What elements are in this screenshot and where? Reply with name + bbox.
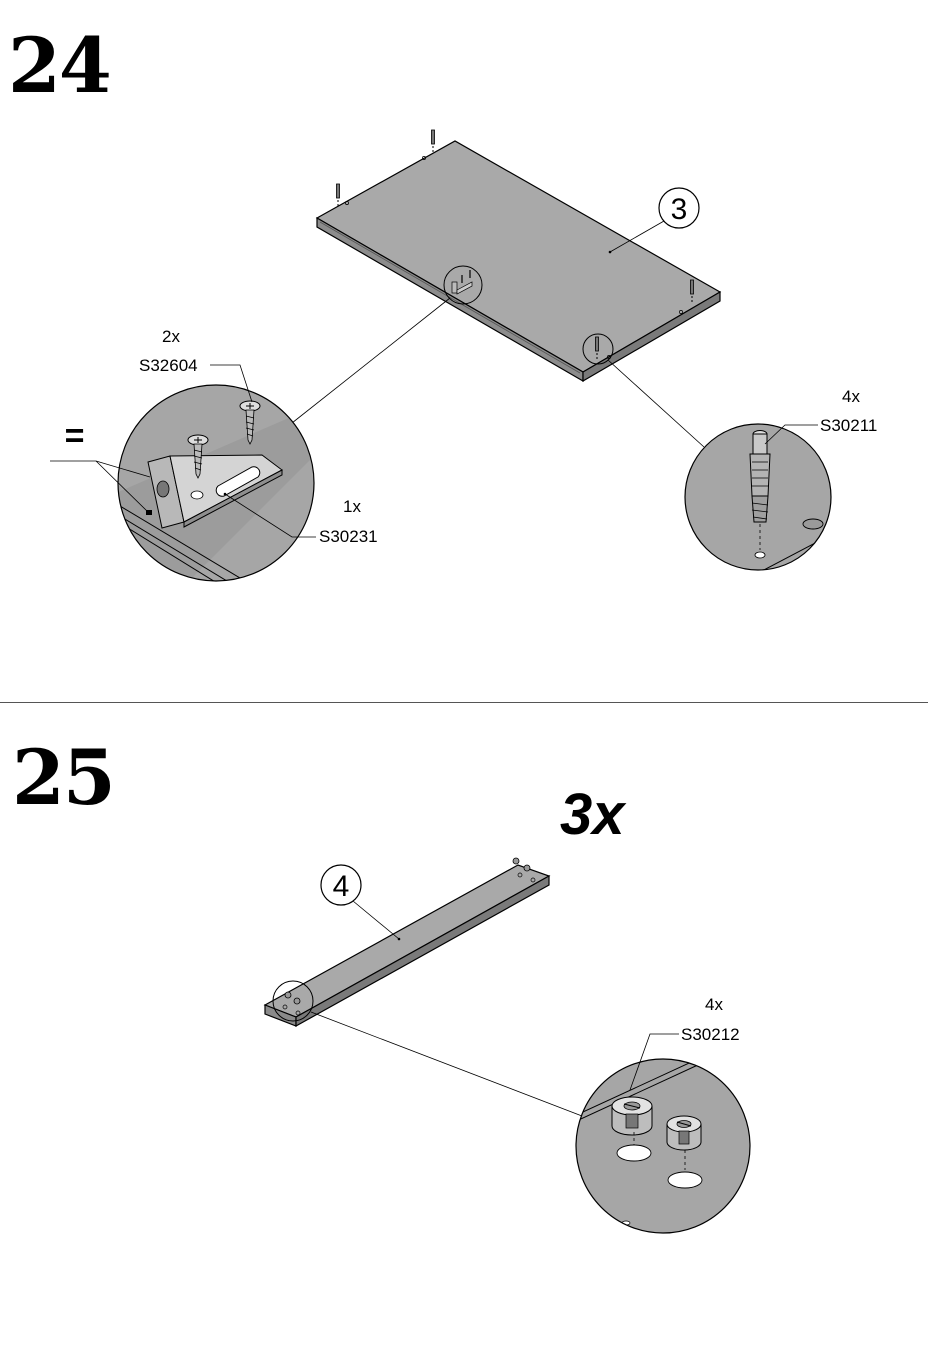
part-callout-4: 4 xyxy=(321,865,400,940)
callout-qty-s32604: 2x xyxy=(162,327,180,346)
part-number-4: 4 xyxy=(333,870,350,903)
callout-code-s30212: S30212 xyxy=(681,1025,740,1044)
leader-line-cam xyxy=(311,1012,582,1116)
callout-qty-s30211: 4x xyxy=(842,387,860,406)
panel-3 xyxy=(317,141,720,381)
part-number-3: 3 xyxy=(671,193,688,226)
multiplier-3x: 3x xyxy=(560,782,627,847)
panel-4 xyxy=(265,858,549,1026)
callout-qty-s30212: 4x xyxy=(705,995,723,1014)
callout-code-s32604: S32604 xyxy=(139,356,198,375)
magnified-dowel-detail xyxy=(685,424,845,580)
callout-code-s30231: S30231 xyxy=(319,527,378,546)
magnified-cam-detail xyxy=(570,1058,750,1234)
callout-qty-s30231: 1x xyxy=(343,497,361,516)
equal-sign: = xyxy=(64,417,84,455)
leader-line-dowel xyxy=(608,360,704,447)
callout-code-s30211: S30211 xyxy=(820,416,877,435)
leader-line-bracket xyxy=(292,298,450,423)
